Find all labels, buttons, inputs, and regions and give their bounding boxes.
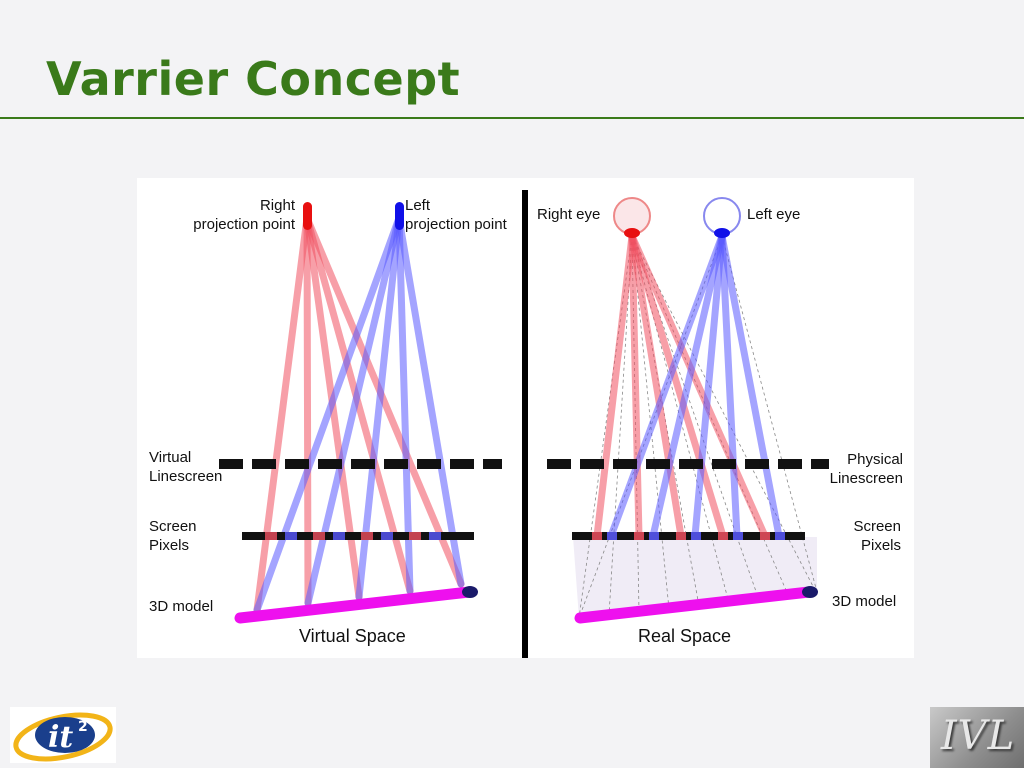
virtual-right-ray-1 [253, 214, 311, 614]
real-left-ray-5 [718, 232, 783, 540]
real-3d-model-end [802, 586, 818, 598]
virtual-pixel-5 [361, 532, 373, 540]
diagram-graphics [219, 190, 829, 658]
real-pixel-9 [760, 532, 770, 540]
left-eye-label: Left eye [747, 206, 801, 223]
virtual-screen-pixels-label: Screen Pixels [149, 517, 197, 555]
right-projection-label-line2: projection point [193, 216, 295, 233]
it2-logo-text: it [48, 720, 73, 755]
real-pixel-6 [691, 532, 701, 540]
right-eye-label: Right eye [537, 206, 601, 223]
title-divider [0, 117, 1024, 119]
real-pixel-8 [733, 532, 743, 540]
virtual-linescreen-label: Virtual Linescreen [149, 448, 222, 486]
real-pixel-10 [775, 532, 785, 540]
real-space-panel [547, 197, 829, 624]
virtual-right-ray-2 [303, 214, 312, 607]
left-projection-label-line1: Left [405, 197, 431, 214]
left-projection-point [395, 202, 404, 230]
real-pixel-1 [592, 532, 602, 540]
real-space-caption: Real Space [638, 626, 732, 646]
virtual-3d-model-end [462, 586, 478, 598]
it2-logo-superscript: 2 [78, 719, 88, 735]
virtual-pixel-8 [429, 532, 441, 540]
real-right-ray-3 [628, 232, 685, 540]
virtual-3d-model-label: 3D model [149, 598, 214, 615]
real-right-ray-5 [628, 232, 769, 540]
virtual-left-ray-4 [395, 214, 414, 595]
virtual-linescreen-label-line2: Linescreen [149, 468, 223, 485]
virtual-linescreen-label-line1: Virtual [149, 449, 192, 466]
real-pixels-label-line2: Pixels [860, 537, 901, 554]
right-projection-point [303, 202, 312, 230]
real-pixel-5 [676, 532, 686, 540]
ivl-logo-text: IVL [940, 713, 1016, 759]
virtual-pixels-label-line2: Pixels [149, 537, 190, 554]
it2-logo: it 2 [10, 707, 116, 763]
virtual-left-ray-1 [253, 214, 403, 614]
virtual-pixel-2 [285, 532, 297, 540]
right-projection-point-label: Right projection point [175, 196, 295, 234]
left-eye-pupil [714, 228, 730, 238]
real-3d-model-bar [574, 586, 815, 624]
slide-title: Varrier Concept [46, 52, 461, 106]
virtual-pixel-7 [409, 532, 421, 540]
virtual-pixel-6 [381, 532, 393, 540]
virtual-pixel-4 [333, 532, 345, 540]
virtual-pixel-1 [265, 532, 277, 540]
physical-linescreen-label-line2: Linescreen [829, 470, 903, 487]
virtual-left-ray-5 [395, 214, 465, 588]
virtual-pixel-3 [313, 532, 325, 540]
real-right-sightline-9 [631, 235, 818, 595]
real-right-ray-2 [628, 232, 643, 540]
real-left-ray-2 [649, 232, 726, 540]
left-projection-point-label: Left projection point [405, 196, 507, 234]
real-screen-pixels-label: Screen Pixels [783, 517, 901, 555]
virtual-space-panel [219, 202, 502, 624]
real-right-ray-4 [628, 232, 727, 540]
ivl-logo: IVL [930, 707, 1024, 768]
real-right-sightline-1 [578, 235, 633, 619]
virtual-space-caption: Virtual Space [299, 626, 406, 646]
real-pixel-4 [649, 532, 659, 540]
real-pixels-label-line1: Screen [853, 518, 901, 535]
panel-divider [522, 190, 528, 658]
real-left-ray-1 [607, 232, 726, 540]
real-right-sightline-7 [631, 235, 760, 601]
real-pixel-7 [718, 532, 728, 540]
physical-linescreen-label-line1: Physical [847, 451, 903, 468]
virtual-pixels-label-line1: Screen [149, 518, 197, 535]
real-left-ray-4 [718, 232, 741, 540]
real-pixel-2 [607, 532, 617, 540]
left-projection-label-line2: projection point [405, 216, 507, 233]
real-pixel-3 [634, 532, 644, 540]
real-left-ray-3 [691, 232, 726, 540]
right-projection-label-line1: Right [259, 197, 295, 214]
virtual-right-ray-5 [303, 214, 465, 588]
right-eye-pupil [624, 228, 640, 238]
real-right-ray-1 [593, 232, 636, 540]
physical-linescreen-label: Physical Linescreen [783, 450, 903, 488]
virtual-3d-model-bar [234, 586, 475, 624]
it2-logo-graphic: it 2 [13, 712, 113, 762]
varrier-diagram: Right projection point Left projection p… [137, 178, 914, 658]
real-3d-model-label: 3D model [832, 593, 897, 610]
